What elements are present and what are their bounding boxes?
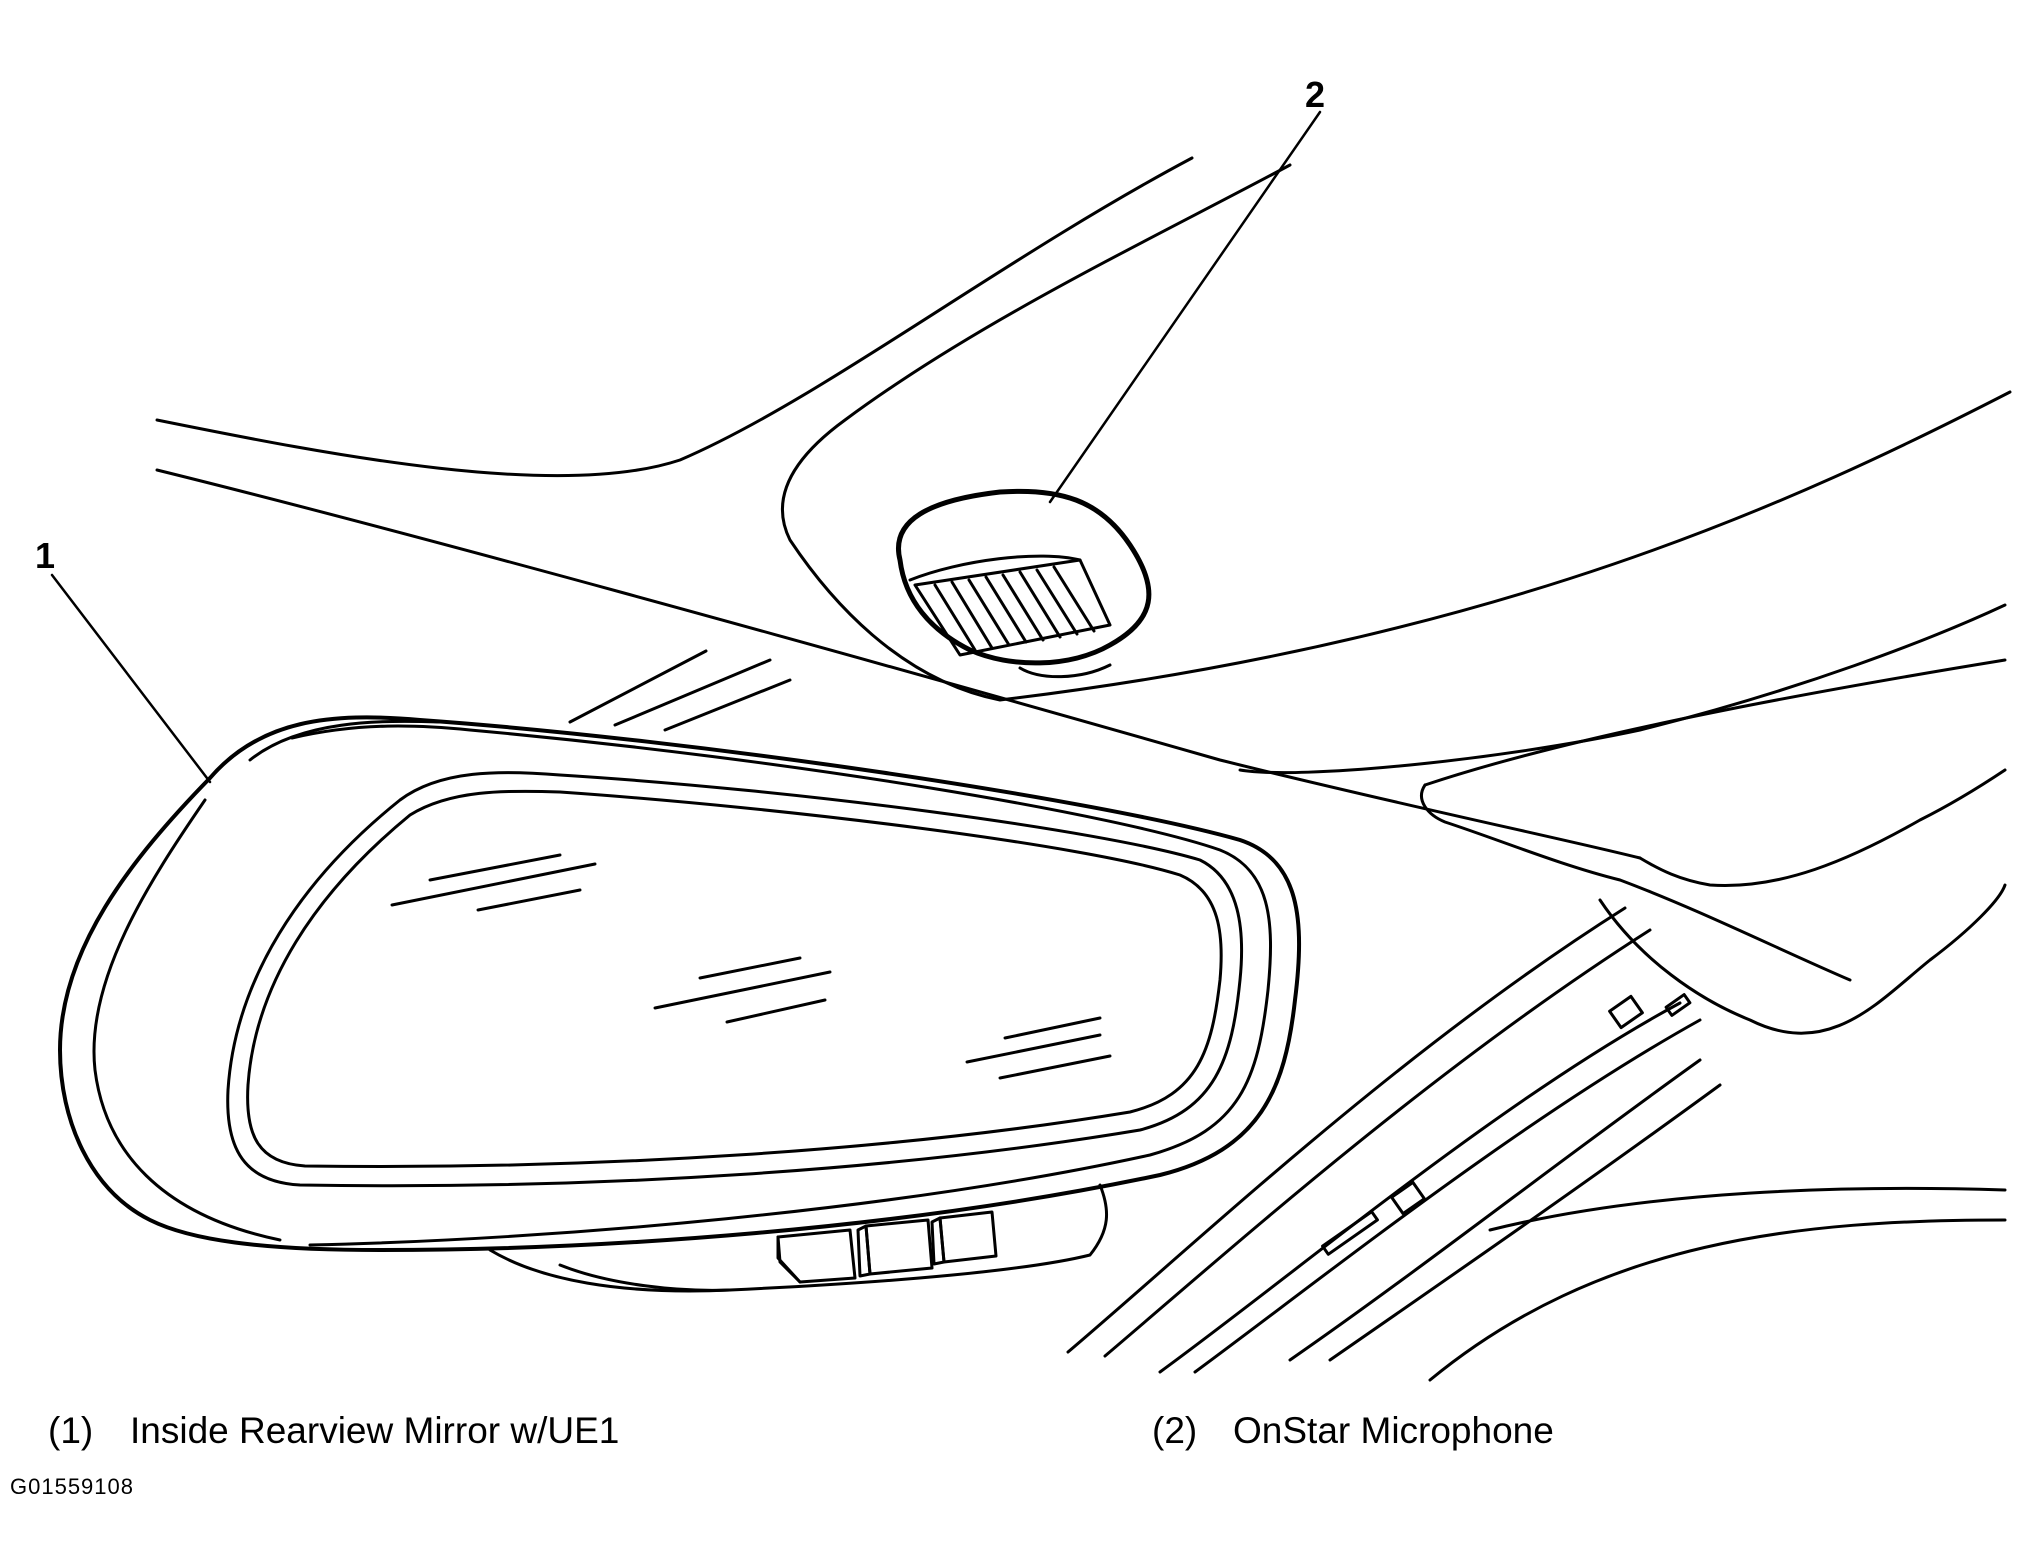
mirror-glass [226, 771, 1244, 1188]
callout-2: 2 [1305, 74, 1325, 115]
headliner-contours [155, 156, 2012, 860]
trim-clips [1321, 993, 1692, 1256]
legend-number-2: (2) [1152, 1410, 1198, 1451]
leader-line-1 [50, 573, 212, 784]
onstar-microphone [896, 488, 1152, 679]
mirror-buttons [776, 1210, 998, 1284]
legend-label-rearview-mirror: Inside Rearview Mirror w/UE1 [130, 1410, 620, 1451]
glass-reflection-marks [390, 853, 1112, 1080]
callout-1: 1 [35, 535, 55, 576]
leader-line-2 [1048, 110, 1322, 504]
rearview-mirror [58, 715, 1302, 1293]
windshield-trim [568, 649, 2007, 1382]
figure-id: G01559108 [10, 1474, 134, 1499]
mirror-bottom-housing [488, 1183, 1109, 1293]
legend-label-onstar-microphone: OnStar Microphone [1233, 1410, 1554, 1451]
leader-lines [50, 110, 1322, 784]
overhead-console [1420, 658, 2007, 1035]
microphone-grille [913, 558, 1112, 657]
legend-number-1: (1) [48, 1410, 94, 1451]
